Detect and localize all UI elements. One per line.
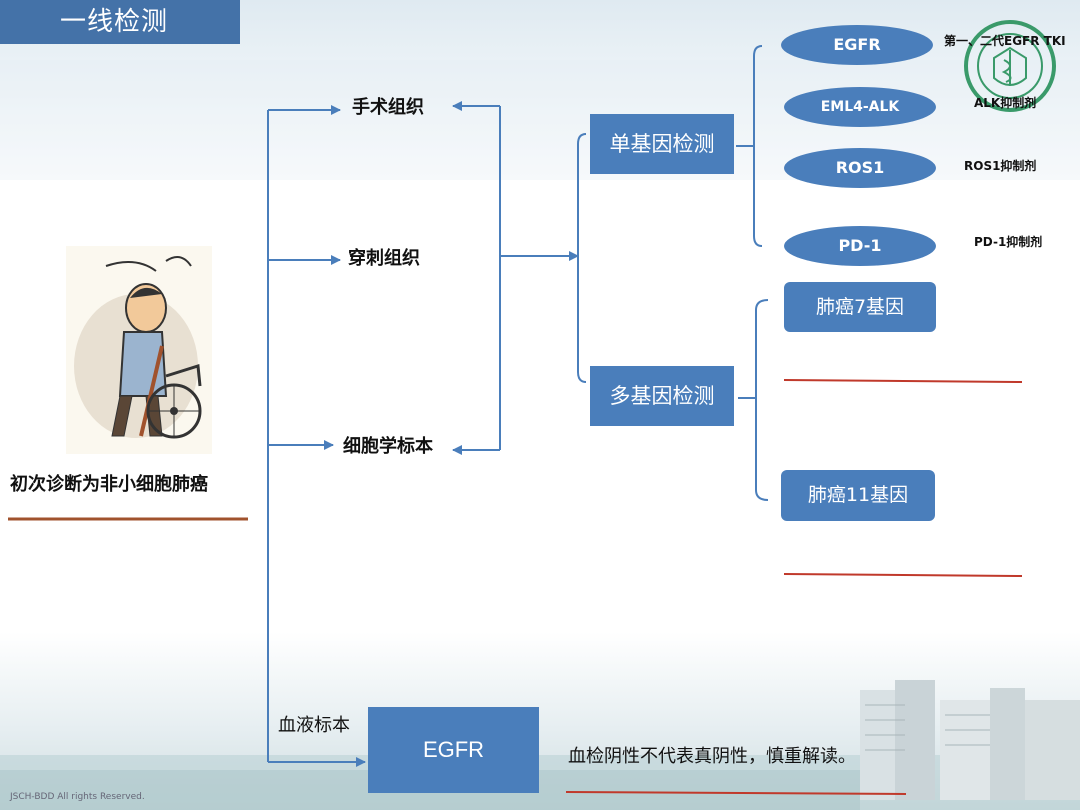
patient-wheelchair-illustration <box>66 246 212 454</box>
drug-pd1-inhibitor-label: PD-1抑制剂 <box>974 235 1043 249</box>
gene-eml4-alk-ellipse: EML4-ALK <box>784 87 936 127</box>
specimen-surgical-tissue: 手术组织 <box>352 97 424 118</box>
panel-lung-7-genes: 肺癌7基因 <box>784 282 936 332</box>
panel-lung-11-genes: 肺癌11基因 <box>781 470 935 521</box>
slide-title: 一线检测 <box>0 0 240 44</box>
footer-copyright: JSCH-BDD All rights Reserved. <box>10 792 145 802</box>
specimen-cytology: 细胞学标本 <box>343 436 433 457</box>
blood-test-note: 血检阴性不代表真阴性，慎重解读。 <box>568 746 856 767</box>
specimen-blood: 血液标本 <box>278 715 350 736</box>
gene-egfr-ellipse: EGFR <box>781 25 933 65</box>
patient-diagnosis-label: 初次诊断为非小细胞肺癌 <box>10 474 208 495</box>
single-gene-test-box: 单基因检测 <box>590 114 734 174</box>
drug-egfr-tki-label: 第一、二代EGFR TKI <box>944 34 1066 48</box>
blood-egfr-box: EGFR <box>368 707 539 793</box>
gene-ros1-ellipse: ROS1 <box>784 148 936 188</box>
drug-alk-inhibitor-label: ALK抑制剂 <box>974 96 1037 110</box>
multi-gene-test-box: 多基因检测 <box>590 366 734 426</box>
drug-ros1-inhibitor-label: ROS1抑制剂 <box>964 159 1037 173</box>
specimen-puncture-tissue: 穿刺组织 <box>348 248 420 269</box>
gene-pd1-ellipse: PD-1 <box>784 226 936 266</box>
